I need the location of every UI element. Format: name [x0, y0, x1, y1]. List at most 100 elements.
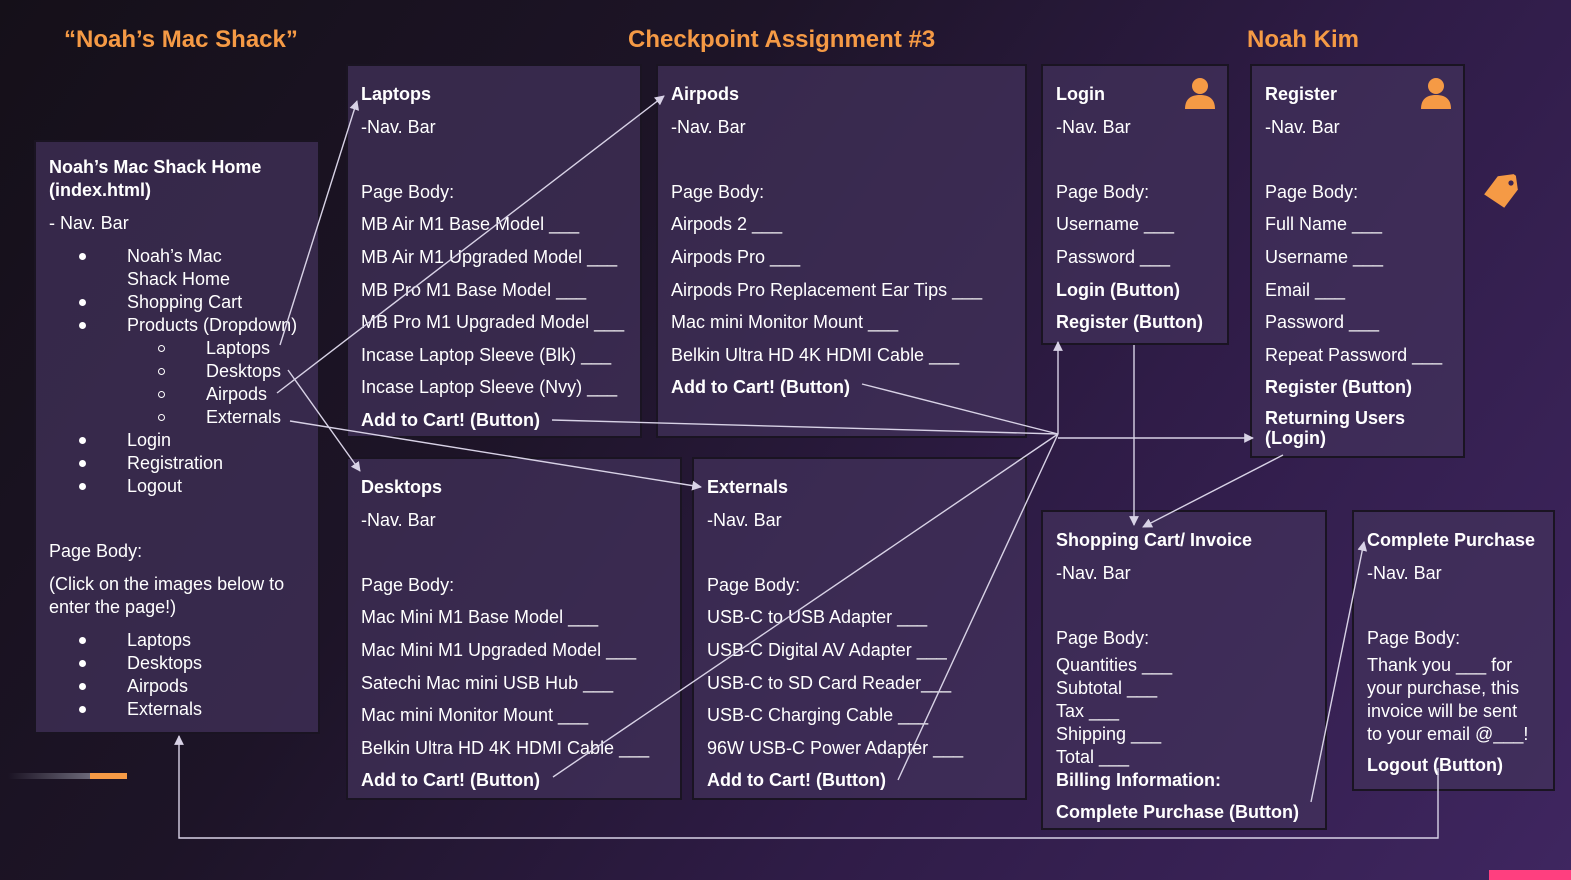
- desktops-title: Desktops: [361, 477, 443, 497]
- register-nav: -Nav. Bar: [1265, 116, 1340, 137]
- home-nav-item: Products (Dropdown): [49, 314, 306, 337]
- complete-title: Complete Purchase: [1367, 530, 1536, 550]
- decorative-gradient-bar: [8, 773, 90, 779]
- price-tag-icon: [1484, 174, 1518, 208]
- desktops-item: Mac Mini M1 Upgraded Model ___: [361, 639, 637, 660]
- logout-button: Logout (Button): [1367, 755, 1503, 776]
- decorative-orange-bar: [90, 773, 127, 779]
- cart-page-box: Shopping Cart/ Invoice -Nav. Bar Page Bo…: [1041, 510, 1327, 830]
- laptops-page-box: Laptops -Nav. Bar Page Body: MB Air M1 B…: [346, 64, 642, 438]
- externals-add-to-cart-button: Add to Cart! (Button): [707, 770, 886, 791]
- returning-users-login-link: (Login): [1265, 427, 1326, 448]
- airpods-nav: -Nav. Bar: [671, 116, 746, 137]
- home-body-label: Page Body:: [49, 541, 143, 561]
- home-account-item: Registration: [49, 452, 306, 475]
- externals-item: USB-C to SD Card Reader___: [707, 672, 952, 693]
- laptops-item: MB Air M1 Upgraded Model ___: [361, 246, 618, 267]
- externals-item: 96W USB-C Power Adapter ___: [707, 737, 964, 758]
- person-icon: [1421, 78, 1451, 109]
- home-product-item: Externals: [49, 406, 306, 429]
- register-page-box: Register -Nav. Bar Page Body: Full Name …: [1250, 64, 1465, 458]
- complete-message-line: to your email @___!: [1367, 724, 1529, 745]
- login-nav: -Nav. Bar: [1056, 116, 1131, 137]
- laptops-title: Laptops: [361, 84, 431, 104]
- login-page-box: Login -Nav. Bar Page Body: Username ___ …: [1041, 64, 1229, 345]
- login-register-button: Register (Button): [1056, 312, 1203, 333]
- laptops-item: Incase Laptop Sleeve (Nvy) ___: [361, 377, 618, 398]
- complete-message-line: your purchase, this: [1367, 678, 1520, 699]
- desktops-page-box: Desktops -Nav. Bar Page Body: Mac Mini M…: [346, 457, 682, 800]
- home-body-list: Laptops Desktops Airpods Externals: [49, 629, 306, 721]
- airpods-add-to-cart-button: Add to Cart! (Button): [671, 377, 850, 398]
- externals-item: USB-C to USB Adapter ___: [707, 607, 928, 628]
- desktops-body-label: Page Body:: [361, 574, 455, 595]
- desktops-item: Satechi Mac mini USB Hub ___: [361, 672, 614, 693]
- laptops-item: Incase Laptop Sleeve (Blk) ___: [361, 344, 612, 365]
- externals-item: USB-C Digital AV Adapter ___: [707, 639, 947, 660]
- laptops-nav: -Nav. Bar: [361, 116, 436, 137]
- complete-purchase-button: Complete Purchase (Button): [1056, 802, 1300, 823]
- assignment-title: Checkpoint Assignment #3: [628, 26, 936, 53]
- person-icon: [1185, 78, 1215, 109]
- cart-shipping: Shipping ___: [1056, 724, 1162, 745]
- home-account-item: Login: [49, 429, 306, 452]
- cart-body-label: Page Body:: [1056, 627, 1150, 648]
- decorative-pink-bar: [1489, 870, 1571, 880]
- cart-quantities: Quantities ___: [1056, 655, 1173, 676]
- cart-title: Shopping Cart/ Invoice: [1056, 530, 1253, 550]
- desktops-item: Mac Mini M1 Base Model ___: [361, 607, 599, 628]
- author-name: Noah Kim: [1247, 26, 1360, 53]
- home-product-item: Laptops: [49, 337, 306, 360]
- externals-title: Externals: [707, 477, 789, 497]
- home-product-item: Desktops: [49, 360, 306, 383]
- airpods-page-box: Airpods -Nav. Bar Page Body: Airpods 2 _…: [656, 64, 1027, 438]
- cart-nav: -Nav. Bar: [1056, 562, 1131, 583]
- register-password-field: Password ___: [1265, 312, 1380, 333]
- home-page-box: Noah’s Mac Shack Home (index.html) - Nav…: [34, 140, 320, 734]
- brand-title: “Noah’s Mac Shack”: [64, 26, 298, 53]
- home-nav-item: Shopping Cart: [49, 291, 306, 314]
- desktops-nav: -Nav. Bar: [361, 509, 436, 530]
- complete-message-line: invoice will be sent: [1367, 701, 1518, 722]
- airpods-item: Airpods Pro Replacement Ear Tips ___: [671, 279, 983, 300]
- register-title: Register: [1265, 84, 1338, 104]
- laptops-body-label: Page Body:: [361, 181, 455, 202]
- cart-total: Total ___: [1056, 747, 1130, 768]
- cart-items: Quantities ___ Subtotal ___ Tax ___ Ship…: [1056, 654, 1313, 792]
- home-body-item: Desktops: [49, 652, 306, 675]
- desktops-add-to-cart-button: Add to Cart! (Button): [361, 770, 540, 791]
- laptops-item: MB Pro M1 Upgraded Model ___: [361, 312, 625, 333]
- home-body-item: Laptops: [49, 629, 306, 652]
- complete-body-label: Page Body:: [1367, 627, 1461, 648]
- airpods-item: Airpods 2 ___: [671, 214, 783, 235]
- home-body-item: Airpods: [49, 675, 306, 698]
- complete-message: Thank you ___ for your purchase, this in…: [1367, 654, 1541, 746]
- desktops-item: Mac mini Monitor Mount ___: [361, 705, 589, 726]
- airpods-body-label: Page Body:: [671, 181, 765, 202]
- login-title: Login: [1056, 84, 1105, 104]
- home-nav-item: Noah’s Mac Shack Home: [49, 245, 257, 291]
- register-email-field: Email ___: [1265, 279, 1346, 300]
- home-title: Noah’s Mac Shack Home (index.html): [49, 157, 262, 200]
- home-nav-list: Noah’s Mac Shack Home Shopping Cart Prod…: [49, 245, 306, 498]
- login-button: Login (Button): [1056, 279, 1180, 300]
- complete-message-line: Thank you ___ for: [1367, 655, 1513, 676]
- login-username-field: Username ___: [1056, 214, 1175, 235]
- externals-body-label: Page Body:: [707, 574, 801, 595]
- home-nav: - Nav. Bar: [49, 213, 129, 233]
- complete-nav: -Nav. Bar: [1367, 562, 1442, 583]
- externals-nav: -Nav. Bar: [707, 509, 782, 530]
- register-username-field: Username ___: [1265, 246, 1384, 267]
- register-body-label: Page Body:: [1265, 181, 1359, 202]
- login-body-label: Page Body:: [1056, 181, 1150, 202]
- airpods-title: Airpods: [671, 84, 740, 104]
- laptops-item: MB Air M1 Base Model ___: [361, 214, 580, 235]
- externals-item: USB-C Charging Cable ___: [707, 705, 929, 726]
- airpods-item: Belkin Ultra HD 4K HDMI Cable ___: [671, 344, 960, 365]
- register-repeat-password-field: Repeat Password ___: [1265, 344, 1443, 365]
- register-button: Register (Button): [1265, 377, 1412, 398]
- register-fullname-field: Full Name ___: [1265, 214, 1383, 235]
- home-account-item: Logout: [49, 475, 306, 498]
- airpods-item: Airpods Pro ___: [671, 246, 801, 267]
- cart-tax: Tax ___: [1056, 701, 1120, 722]
